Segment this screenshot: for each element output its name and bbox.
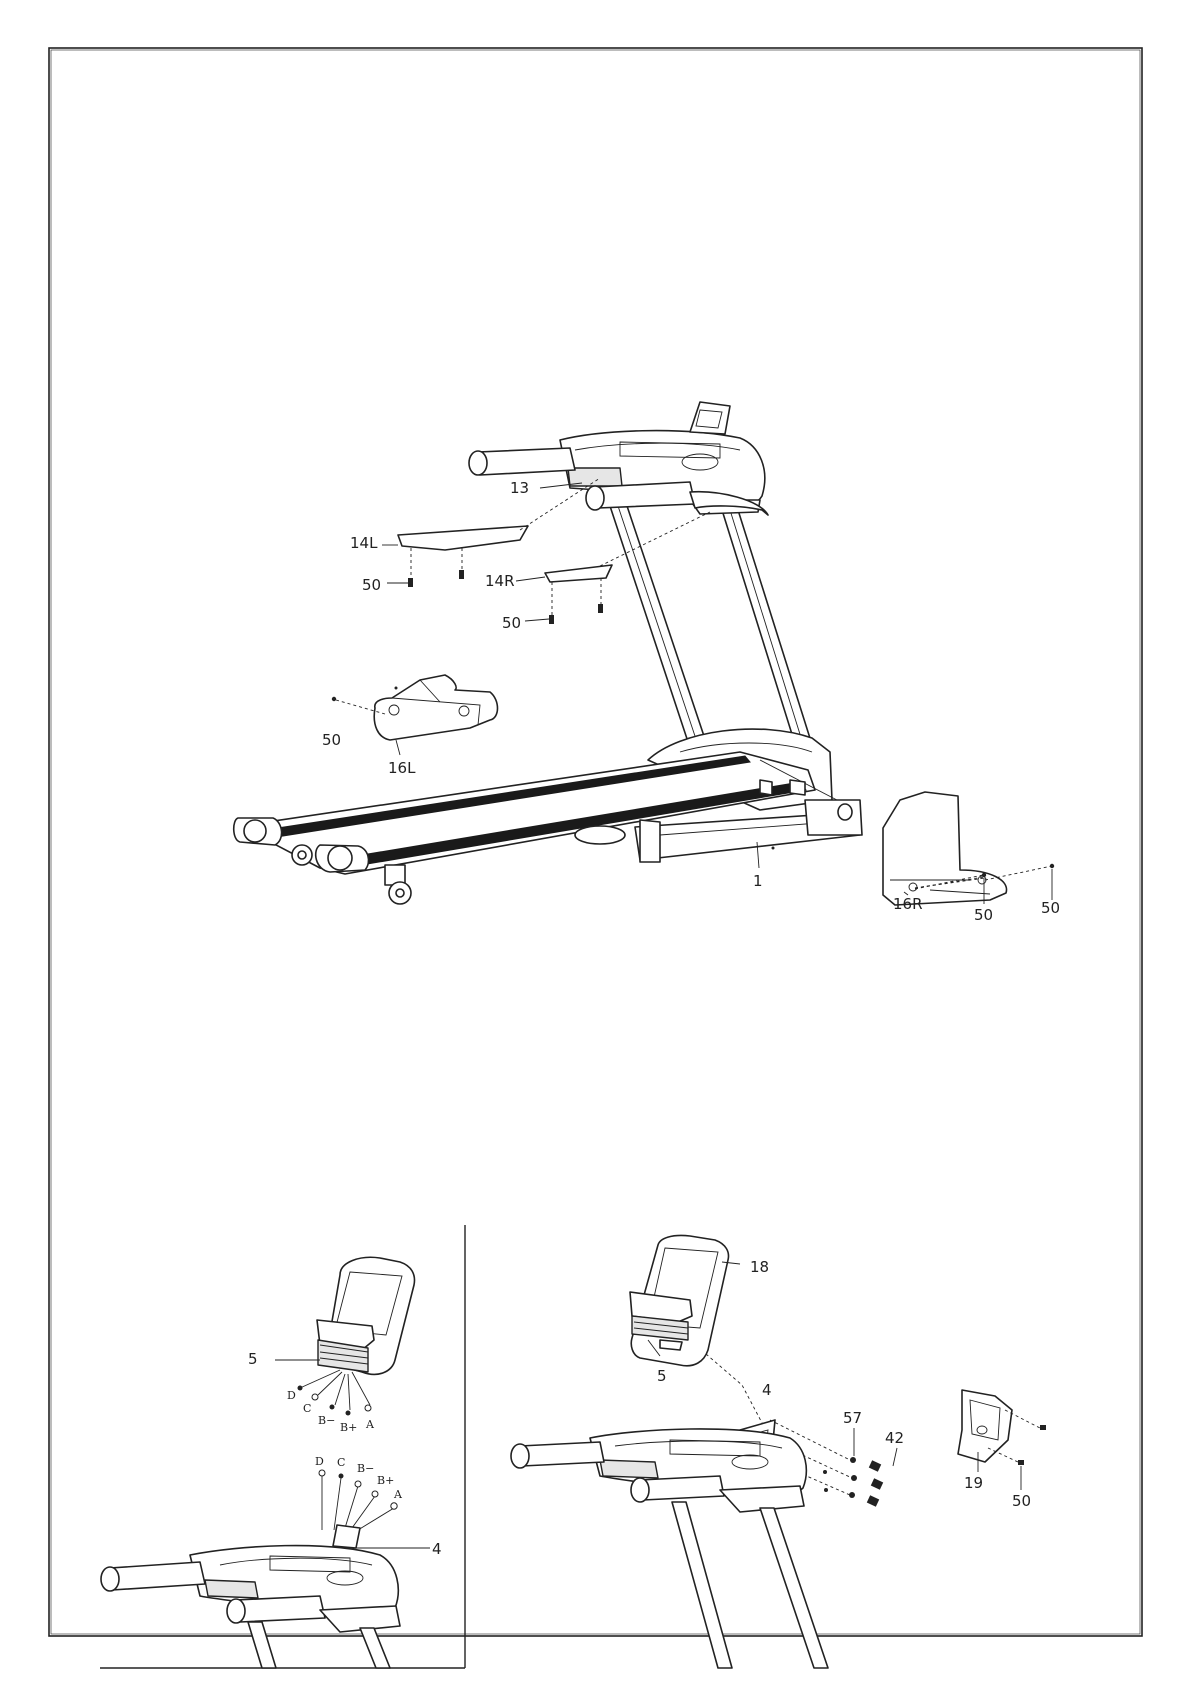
wire-label-mast-A: A	[393, 1488, 403, 1501]
wire-label-console-B-minus: B−	[318, 1414, 335, 1427]
callout-18: 18	[750, 1258, 769, 1276]
wire-label-mast-C: C	[337, 1456, 345, 1469]
callout-4-mounting: 4	[762, 1381, 772, 1399]
wire-label-console-B-plus: B+	[340, 1421, 357, 1434]
callout-50-14R: 50	[502, 614, 521, 632]
treadmill-deck	[234, 729, 862, 904]
callout-50-16R-b: 50	[1041, 899, 1060, 917]
callout-4-wiring: 4	[432, 1540, 442, 1558]
callout-50-14L: 50	[362, 576, 381, 594]
callout-57: 57	[843, 1409, 862, 1427]
callout-50-16L: 50	[322, 731, 341, 749]
treadmill-main-assembly: 13 14L 14R 50 50 16L 50 1 16R 50 50	[234, 402, 1060, 924]
callout-13: 13	[510, 479, 529, 497]
wire-label-console-A: A	[365, 1418, 375, 1431]
callout-16L: 16L	[388, 759, 416, 777]
callout-19: 19	[964, 1474, 983, 1492]
callout-50-16R-a: 50	[974, 906, 993, 924]
callout-42: 42	[885, 1429, 904, 1447]
wire-label-mast-B-minus: B−	[357, 1462, 374, 1475]
part-16L-cover	[332, 675, 498, 755]
wire-label-console-C: C	[303, 1402, 311, 1415]
console-mounting-detail: 18 5 4 57 42 19 50	[511, 1235, 1046, 1668]
callout-5-mounting: 5	[657, 1367, 667, 1385]
console-wiring-detail: 5 4 D C B− B+ A D C B− B+ A	[100, 1225, 465, 1668]
part-16R-cover	[883, 792, 1054, 905]
callout-14R: 14R	[485, 572, 515, 590]
callout-16R: 16R	[893, 895, 923, 913]
callout-1: 1	[753, 872, 763, 890]
wire-label-mast-B-plus: B+	[377, 1474, 394, 1487]
treadmill-console	[469, 402, 768, 515]
wire-label-console-D: D	[287, 1389, 296, 1402]
wire-label-mast-D: D	[315, 1455, 324, 1468]
callout-5-wiring: 5	[248, 1350, 258, 1368]
part-14R-cover	[516, 512, 710, 624]
callout-50-mounting: 50	[1012, 1492, 1031, 1510]
callout-14L: 14L	[350, 534, 378, 552]
